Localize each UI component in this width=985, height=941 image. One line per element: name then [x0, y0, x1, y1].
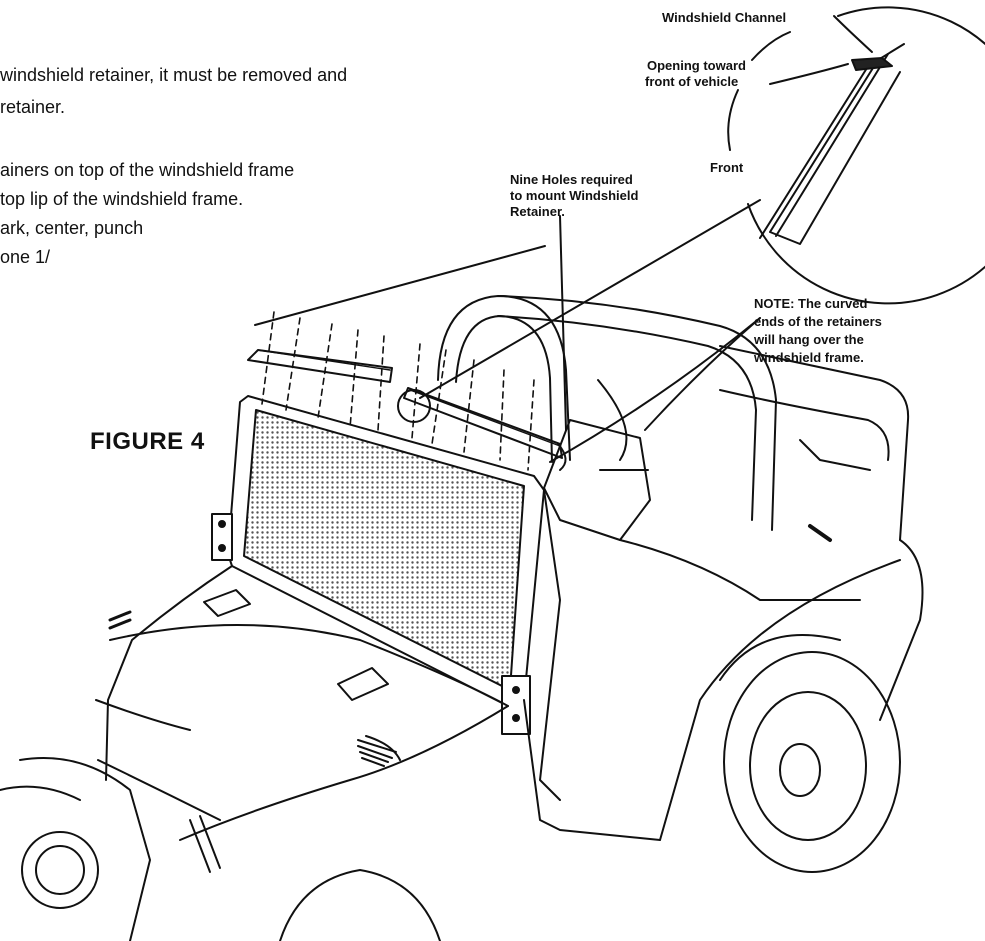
callout-note-line-2: ends of the retainers: [754, 314, 882, 329]
instruction-line-6: one 1/: [0, 247, 51, 267]
callout-holes-line-3: Retainer.: [510, 204, 565, 219]
windshield-channel-detail: [419, 6, 985, 399]
callout-holes-line-2: to mount Windshield: [510, 188, 639, 203]
callout-windshield-channel: Windshield Channel: [662, 10, 787, 25]
callout-note-line-1: NOTE: The curved: [754, 296, 868, 311]
instruction-line-2: retainer.: [0, 97, 66, 117]
callout-note-line-3: will hang over the: [754, 332, 864, 347]
callout-front: Front: [710, 160, 744, 175]
instruction-line-3: ainers on top of the windshield frame: [0, 160, 295, 180]
instruction-line-4: top lip of the windshield frame.: [0, 189, 244, 209]
figure-label: FIGURE 4: [90, 428, 205, 455]
callout-holes-line-1: Nine Holes required: [510, 172, 633, 187]
callout-opening-line-1: Opening toward: [647, 58, 746, 73]
callout-opening-line-2: front of vehicle: [645, 74, 739, 89]
instruction-line-1: windshield retainer, it must be removed …: [0, 65, 348, 85]
instruction-line-5: ark, center, punch: [0, 218, 144, 238]
callout-note-line-4: windshield frame.: [754, 350, 864, 365]
